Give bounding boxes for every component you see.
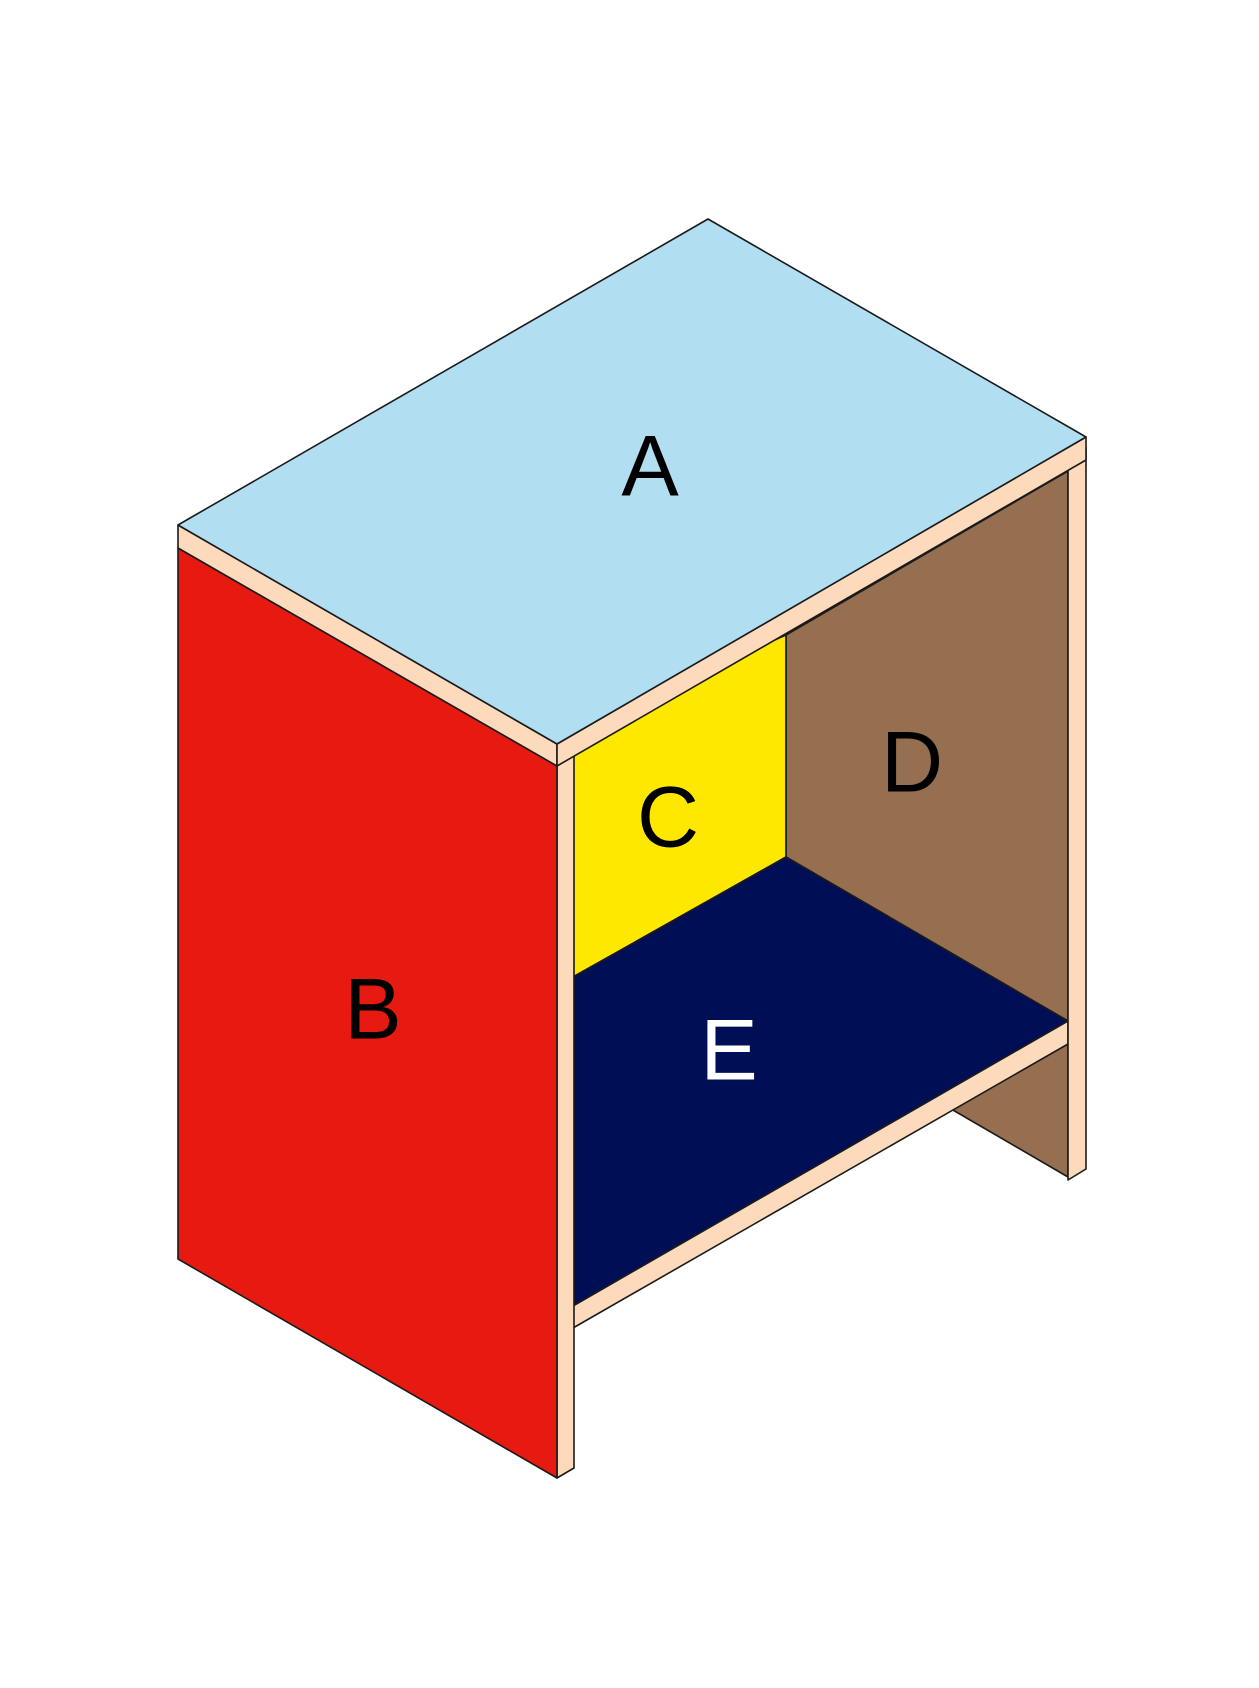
panel-a-top [177, 218, 1087, 745]
label-b: B [344, 962, 401, 1058]
label-d: D [881, 715, 943, 811]
right-post-front [1067, 446, 1087, 1181]
left-post-front [556, 753, 575, 1479]
label-e: E [700, 1003, 757, 1099]
label-c: C [637, 770, 699, 866]
label-a: A [621, 419, 679, 515]
